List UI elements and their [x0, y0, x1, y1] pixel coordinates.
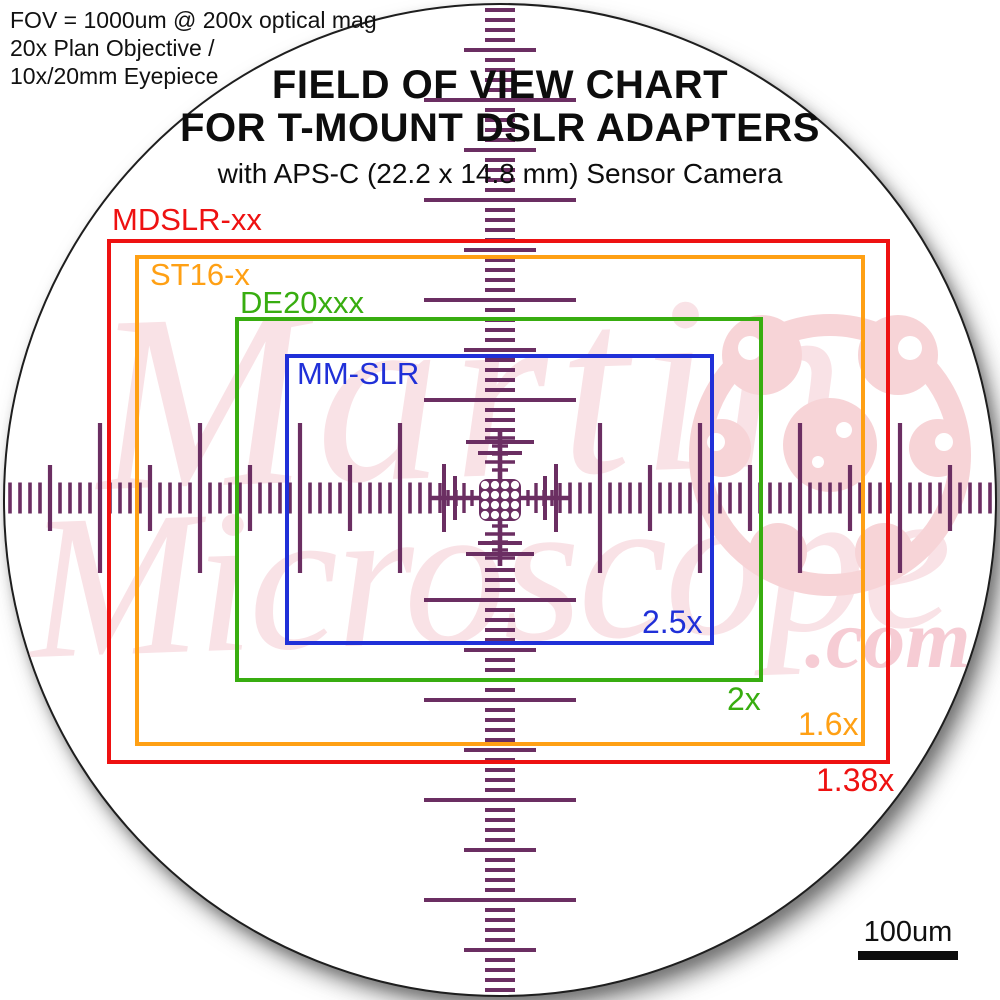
magnification-label-2.5x: 2.5x — [642, 604, 703, 640]
reticle-center-square — [479, 479, 521, 521]
microscope-field-circle: Martin Microscope .com — [3, 3, 997, 997]
fov-rect-mdslr-xx — [107, 239, 890, 764]
adapter-label-mm-slr: MM-SLR — [297, 356, 420, 391]
field-contents: Martin Microscope .com — [5, 5, 995, 995]
chart-title-block: FIELD OF VIEW CHART FOR T-MOUNT DSLR ADA… — [0, 63, 1000, 190]
optics-info-line-2: 20x Plan Objective / — [10, 35, 215, 61]
optics-info-line-3: 10x/20mm Eyepiece — [10, 63, 219, 89]
fov-rect-de20xxx — [235, 317, 763, 682]
title-line-2: FOR T-MOUNT DSLR ADAPTERS — [180, 106, 820, 151]
adapter-label-st16-x: ST16-x — [150, 257, 250, 292]
fov-rect-st16-x — [135, 255, 865, 746]
adapter-label-de20xxx: DE20xxx — [240, 285, 365, 320]
magnification-label-1.38x: 1.38x — [816, 762, 895, 798]
adapter-label-mdslr-xx: MDSLR-xx — [112, 202, 262, 237]
title-line-1: FIELD OF VIEW CHART — [271, 63, 729, 107]
magnification-label-2x: 2x — [727, 681, 761, 717]
title-subtitle: with APS-C (22.2 x 14.8 mm) Sensor Camer… — [217, 158, 783, 190]
optics-info-block: FOV = 1000um @ 200x optical mag 20x Plan… — [10, 6, 377, 90]
scale-bar — [858, 951, 958, 960]
watermark-emblem-icon — [689, 314, 971, 596]
scale-bar-label: 100um — [863, 916, 953, 948]
reticle-svg — [8, 8, 992, 992]
optics-info-line-1: FOV = 1000um @ 200x optical mag — [10, 7, 377, 33]
magnification-label-1.6x: 1.6x — [798, 706, 859, 742]
fov-rect-mm-slr — [285, 354, 714, 645]
